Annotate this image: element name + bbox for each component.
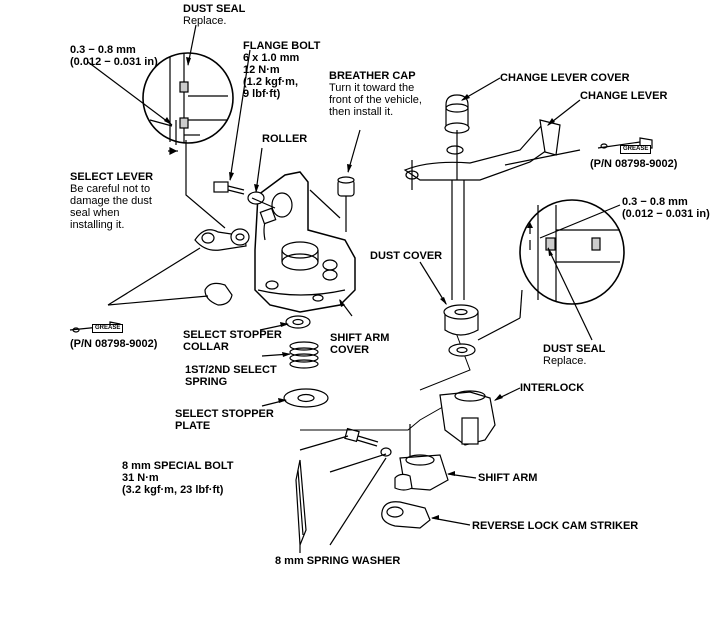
label-dust-cover: DUST COVER [370, 250, 443, 262]
shift-arm [394, 454, 449, 491]
label-select-stopper-collar: SELECT STOPPER COLLAR [183, 329, 282, 353]
select-stopper-collar [285, 315, 311, 329]
shift-arm-cover-housing [254, 171, 356, 313]
right-detail-circle [519, 199, 625, 305]
select-spring [289, 341, 319, 369]
flange-bolt [213, 181, 245, 195]
dust-cover [443, 304, 479, 357]
label-flange-bolt: FLANGE BOLT 6 x 1.0 mm 12 N·m (1.2 kgf·m… [243, 40, 321, 100]
shift-shaft [411, 130, 465, 300]
select-lever [194, 228, 250, 306]
label-select-lever: SELECT LEVER Be careful not to damage th… [70, 171, 154, 231]
label-dust-seal-right: DUST SEAL Replace. [543, 343, 606, 367]
label-interlock: INTERLOCK [520, 382, 585, 394]
label-change-lever: CHANGE LEVER [580, 90, 668, 102]
change-lever [403, 119, 561, 181]
grease-badge-right: GREASE [620, 145, 652, 154]
label-dust-seal-top: DUST SEAL Replace. [183, 3, 246, 27]
spring-washer-small [380, 447, 392, 457]
label-reverse-lock-cam-striker: REVERSE LOCK CAM STRIKER [472, 520, 639, 532]
label-clearance-left: 0.3 − 0.8 mm (0.012 − 0.031 in) [70, 44, 158, 68]
label-roller: ROLLER [262, 133, 308, 145]
part-number-left: (P/N 08798-9002) [70, 338, 158, 350]
label-select-spring: 1ST/2ND SELECT SPRING [185, 364, 277, 388]
grease-badge-left: GREASE [92, 324, 124, 333]
part-number-right: (P/N 08798-9002) [590, 158, 678, 170]
left-detail-circle [142, 52, 234, 155]
spring-washer [295, 459, 307, 546]
label-shift-arm-cover: SHIFT ARM COVER [330, 332, 390, 356]
label-change-lever-cover: CHANGE LEVER COVER [500, 72, 630, 84]
label-select-stopper-plate: SELECT STOPPER PLATE [175, 408, 274, 432]
label-shift-arm: SHIFT ARM [478, 472, 538, 484]
label-special-bolt: 8 mm SPECIAL BOLT 31 N·m (3.2 kgf·m, 23 … [122, 460, 234, 496]
label-clearance-right: 0.3 − 0.8 mm (0.012 − 0.031 in) [622, 196, 710, 220]
label-breather-cap: BREATHER CAP Turn it toward the front of… [329, 70, 422, 118]
label-spring-washer: 8 mm SPRING WASHER [275, 555, 401, 567]
breather-cap [309, 176, 355, 232]
select-stopper-plate [283, 388, 329, 408]
reverse-lock-cam-striker [381, 501, 431, 529]
change-lever-cover [444, 94, 470, 155]
interlock [439, 390, 496, 446]
roller [247, 191, 277, 225]
special-bolt [344, 427, 379, 447]
